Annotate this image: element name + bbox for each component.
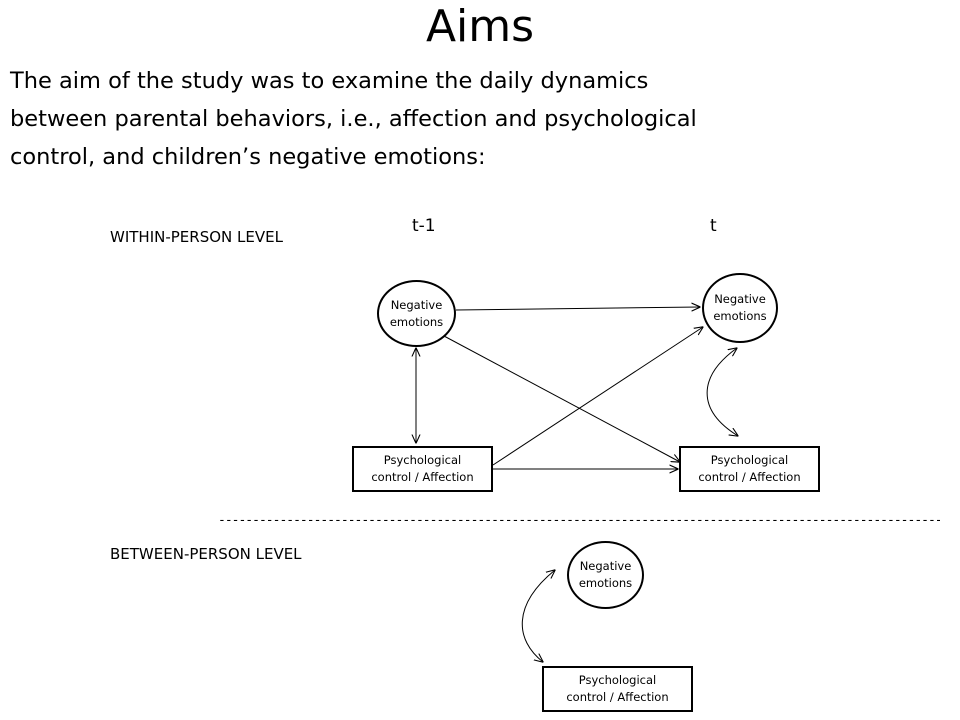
aim-line-2: between parental behaviors, i.e., affect…: [10, 106, 697, 132]
aim-statement: The aim of the study was to examine the …: [10, 62, 910, 176]
within-person-heading: WITHIN-PERSON LEVEL: [110, 228, 283, 246]
arrow-neg-prev-to-neg-curr: [455, 307, 700, 310]
arrow-pc-prev-to-neg-curr: [492, 327, 703, 466]
aim-line-1: The aim of the study was to examine the …: [10, 68, 649, 94]
level-divider-dashed-line: ----------------------------------------…: [218, 513, 940, 528]
time-label-t-minus-1: t-1: [412, 216, 436, 236]
arrow-covariance-between: [521, 570, 555, 662]
aim-line-3: control, and children’s negative emotion…: [10, 144, 486, 170]
time-label-t: t: [710, 216, 717, 236]
between-person-heading: BETWEEN-PERSON LEVEL: [110, 545, 302, 563]
slide-title: Aims: [425, 1, 535, 52]
arrow-residual-covariance-within: [706, 348, 738, 436]
arrow-neg-prev-to-pc-curr: [443, 335, 680, 462]
